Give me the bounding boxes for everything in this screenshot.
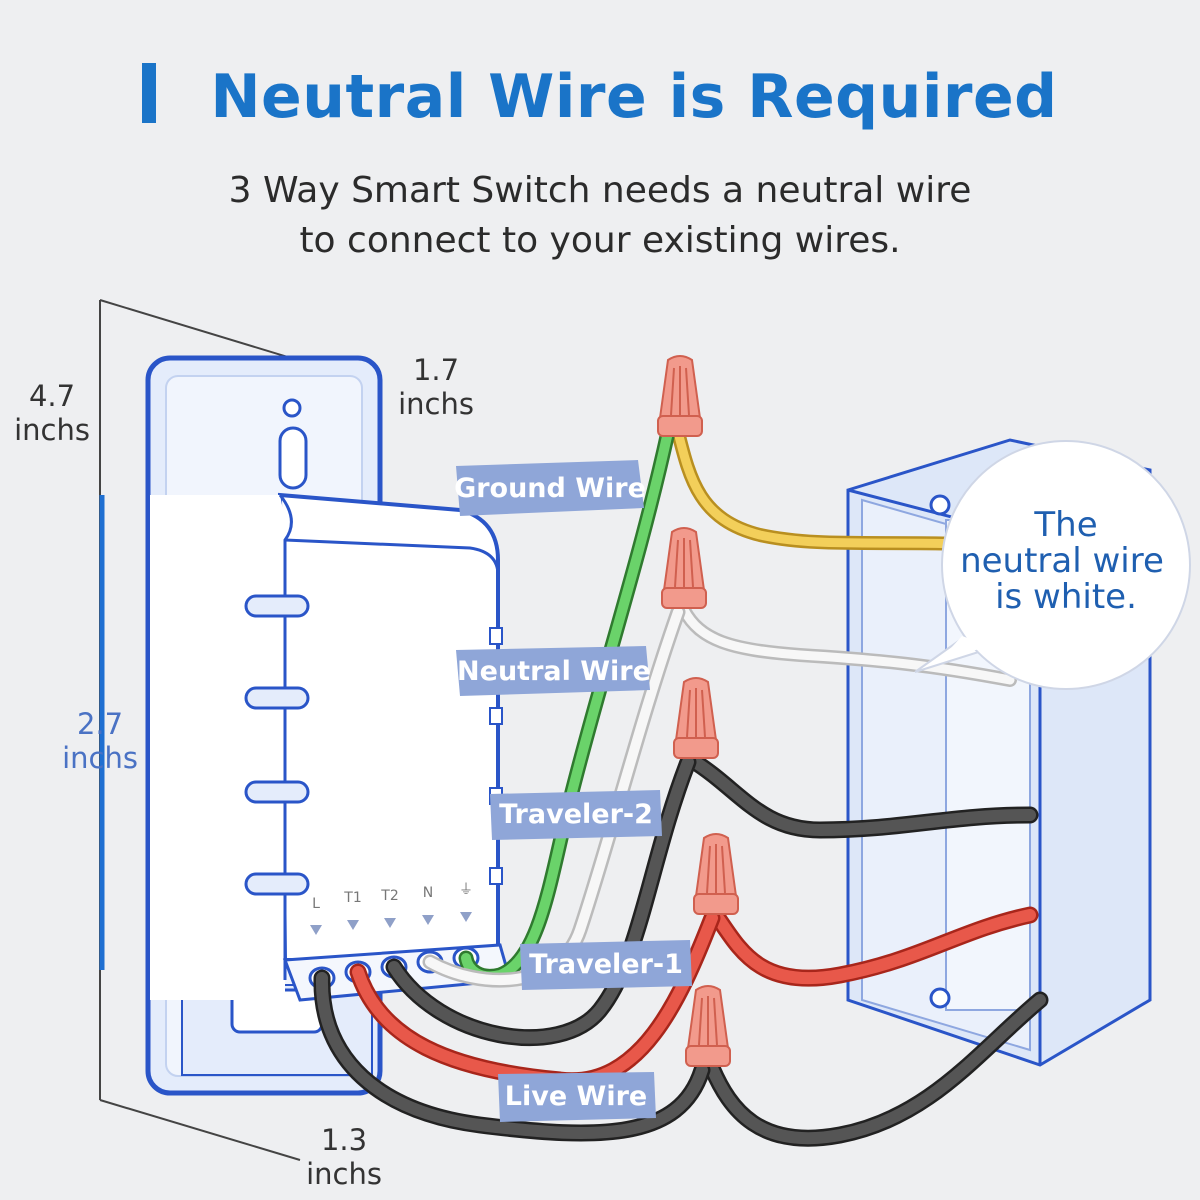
subtitle-line-1: 3 Way Smart Switch needs a neutral wire	[228, 170, 972, 211]
height-value: 4.7	[29, 379, 75, 413]
wire-nut-traveler2	[673, 677, 719, 759]
label-neutral-wire-text: Neutral Wire	[457, 656, 651, 687]
terminal-labels: L T1 T2 N ⏚	[310, 882, 473, 935]
width-unit: inchs	[306, 1157, 382, 1191]
body-value: 2.7	[77, 707, 123, 741]
terminal-arrows	[310, 912, 472, 935]
wire-nuts	[657, 355, 739, 1067]
switch-body: L T1 T2 N ⏚	[150, 492, 512, 1002]
neutral-callout: The neutral wire is white.	[914, 440, 1191, 690]
plate-screw-top	[282, 398, 302, 418]
mount-tab	[244, 686, 310, 710]
width-dimension-line	[99, 1099, 301, 1161]
label-live-wire-text: Live Wire	[505, 1081, 647, 1112]
title-row: Neutral Wire is Required	[0, 62, 1200, 132]
label-ground-wire-text: Ground Wire	[454, 473, 646, 504]
title-accent-bar	[142, 63, 157, 123]
mount-tab	[244, 780, 310, 804]
terminal-label-t1: T1	[343, 890, 361, 906]
neutral-box-wire	[679, 605, 1015, 685]
height-unit: inchs	[14, 413, 90, 447]
terminal-label-l: L	[312, 896, 320, 912]
wire-labels: Ground Wire Neutral Wire Traveler-2 Trav…	[454, 460, 692, 1122]
terminal-label-t2: T2	[380, 888, 398, 904]
label-traveler2: Traveler-2	[490, 790, 662, 840]
dimension-labels: 4.7 inchs 1.7 inchs 2.7 inchs 1.3 inchs	[14, 353, 474, 1191]
yellow-wire	[673, 427, 1005, 550]
label-neutral-wire: Neutral Wire	[456, 646, 651, 696]
mount-tab	[244, 872, 310, 896]
width-value: 1.3	[321, 1123, 367, 1157]
callout-line-1: The	[1033, 505, 1097, 545]
label-traveler1-text: Traveler-1	[529, 949, 683, 980]
box-screw-bottom	[929, 987, 951, 1009]
label-ground-wire: Ground Wire	[454, 460, 646, 516]
callout-line-3: is white.	[995, 577, 1137, 617]
wire-nut-ground	[657, 355, 703, 437]
mount-tab	[244, 594, 310, 618]
wire-nut-live	[685, 985, 731, 1067]
subtitle-line-2: to connect to your existing wires.	[299, 220, 901, 261]
traveler2-wire	[388, 756, 694, 1044]
body-unit: inchs	[62, 741, 138, 775]
depth-unit: inchs	[398, 387, 474, 421]
traveler2-box-wire	[686, 754, 1036, 837]
depth-value: 1.7	[413, 353, 459, 387]
box-screw-top	[929, 494, 951, 516]
live-box-wire	[706, 994, 1046, 1145]
plate-slot-top	[278, 426, 308, 490]
terminal-label-ground: ⏚	[459, 882, 473, 898]
traveler1-box-wire	[710, 909, 1036, 985]
live-wire	[315, 972, 708, 1139]
wire-nut-neutral	[661, 527, 707, 609]
wire-nut-traveler1	[693, 833, 739, 915]
label-live-wire: Live Wire	[498, 1072, 656, 1122]
label-traveler1: Traveler-1	[520, 940, 692, 990]
label-traveler2-text: Traveler-2	[499, 799, 653, 830]
subtitle: 3 Way Smart Switch needs a neutral wire …	[0, 166, 1200, 266]
neutral-wire	[425, 607, 683, 986]
terminal-label-n: N	[423, 885, 433, 901]
callout-line-2: neutral wire	[960, 541, 1164, 581]
page-title: Neutral Wire is Required	[210, 62, 1058, 132]
